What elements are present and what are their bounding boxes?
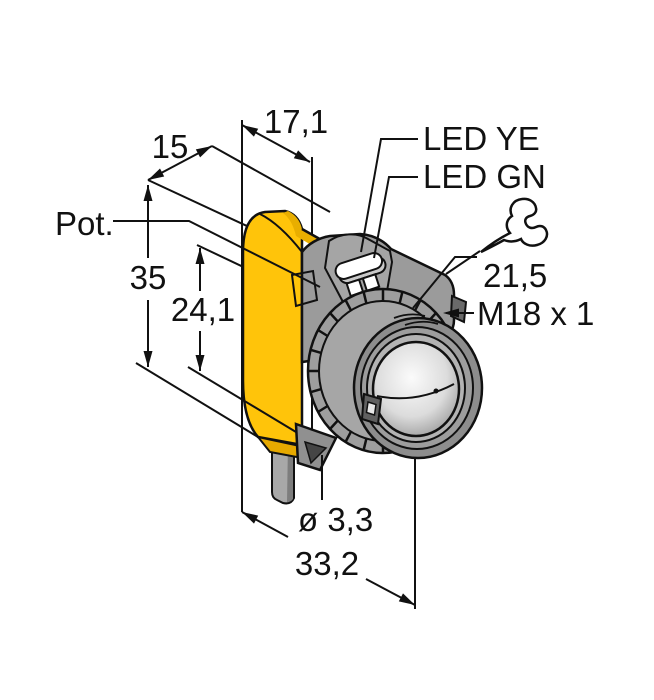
thread-label: M18 x 1 [477, 295, 594, 332]
dim-label-17-1: 17,1 [264, 103, 328, 140]
pot-leader [113, 220, 321, 288]
dimension-labels: 17,1 15 Pot. 35 24,1 LED YE LED GN 21,5 … [55, 103, 594, 582]
dim-label-15: 15 [152, 128, 189, 165]
dim-label-33-2: 33,2 [295, 545, 359, 582]
led-gn-label: LED GN [423, 158, 546, 195]
thread-lines [393, 313, 439, 326]
leader-lines [113, 138, 481, 500]
mounting-hole [303, 440, 328, 465]
dim-label-35: 35 [130, 259, 167, 296]
led-gn-leader [373, 176, 418, 259]
hole-label: ø 3,3 [298, 501, 373, 538]
dim-label-24-1: 24,1 [171, 291, 235, 328]
dim-label-21-5: 21,5 [483, 257, 547, 294]
led-ye-label: LED YE [423, 120, 540, 157]
mounting-ear [294, 422, 338, 472]
wrench-leader [445, 250, 481, 275]
dimension-arrowheads [143, 125, 415, 605]
wrench-icon [480, 197, 549, 254]
m18-arrowhead [443, 308, 459, 318]
potentiometer [290, 269, 319, 308]
pot-label: Pot. [55, 205, 114, 242]
lens [371, 340, 461, 438]
led-ye-leader [360, 138, 418, 253]
sensor-body [241, 209, 484, 505]
